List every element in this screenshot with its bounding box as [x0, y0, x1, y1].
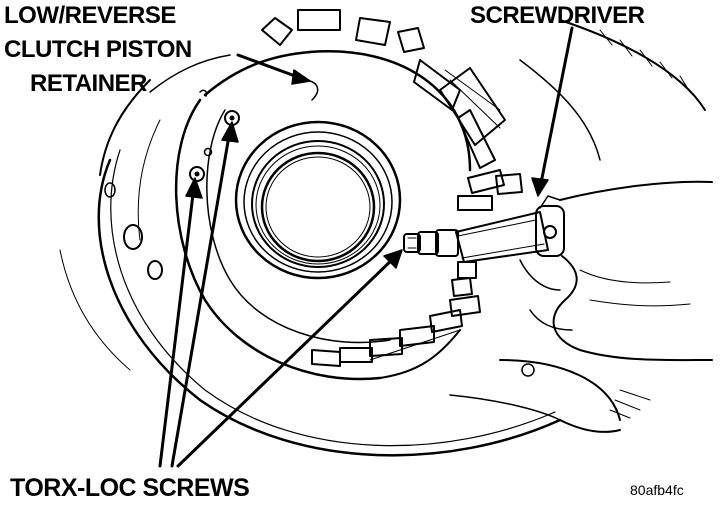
transmission-case — [59, 19, 706, 457]
retainer-label-line-2: CLUTCH PISTON — [4, 36, 192, 63]
screwdriver-tool — [455, 195, 565, 263]
retainer-label-tick — [199, 89, 208, 97]
torx-screws-label: TORX-LOC SCREWS — [10, 474, 250, 502]
figure-code: 80afb4fc — [630, 482, 684, 498]
retainer-label-line-3: RETAINER — [30, 70, 147, 97]
torx-leader-arrow-1 — [158, 184, 196, 468]
leader-arrows — [158, 26, 574, 468]
screwdriver-leader-arrow — [538, 26, 574, 190]
torx-leader-arrow-2 — [170, 128, 232, 468]
hand-silhouette — [519, 180, 713, 377]
torx-leader-arrow-3 — [176, 252, 400, 468]
torx-screw-edge — [403, 229, 459, 257]
clutch-teeth-upper — [261, 9, 523, 211]
screwdriver-label: SCREWDRIVER — [470, 2, 645, 29]
retainer-label-line-1: LOW/REVERSE — [4, 2, 176, 29]
center-hub — [234, 120, 402, 280]
piston-retainer — [174, 50, 472, 381]
clutch-teeth-lower — [311, 261, 481, 367]
